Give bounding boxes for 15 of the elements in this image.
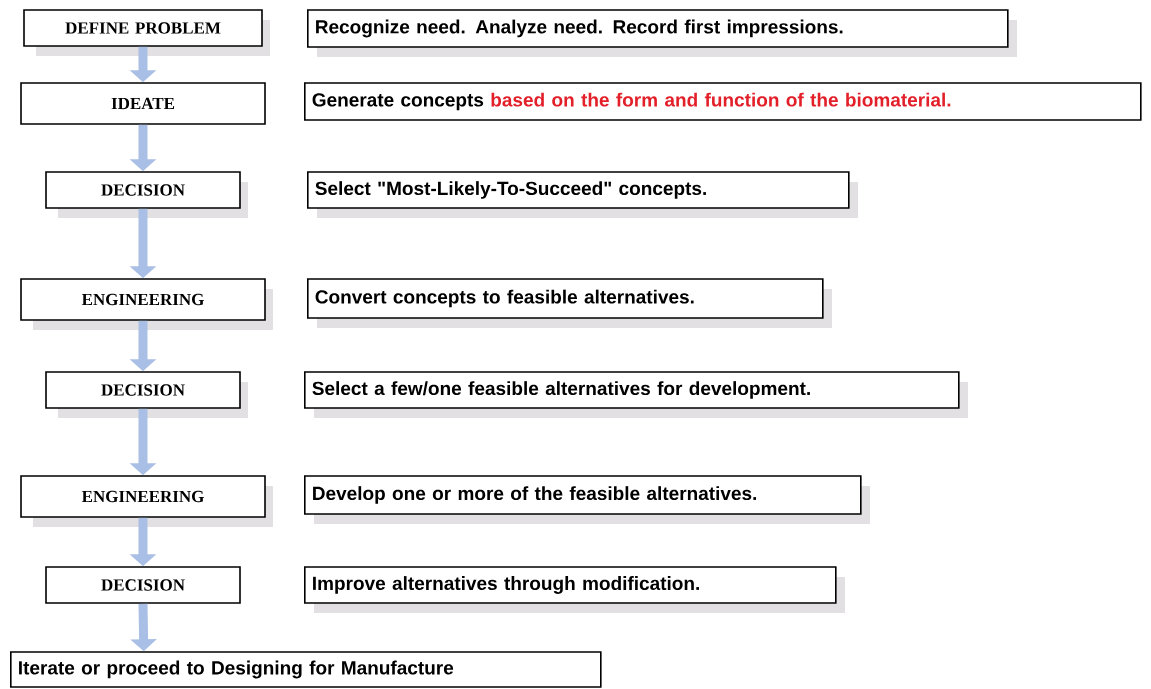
stage-box: ENGINEERING bbox=[20, 278, 273, 330]
stage-box: DECISION bbox=[45, 171, 248, 218]
stage-box: DECISION bbox=[45, 566, 241, 604]
description-box: Generate concepts based on the form and function of the biomaterial. bbox=[304, 82, 1142, 121]
outcome-box: Iterate or proceed to Designing for Manufacture bbox=[10, 651, 602, 688]
description-box: Recognize need. Analyze need. Record first impressions. bbox=[307, 9, 1017, 57]
description-box: Convert concepts to feasible alternatives. bbox=[307, 278, 832, 328]
stage-box: IDEATE bbox=[20, 82, 266, 125]
stage-box: DECISION bbox=[45, 371, 248, 418]
description-box: Improve alternatives through modification. bbox=[304, 566, 845, 613]
description-box: Select "Most-Likely-To-Succeed" concepts. bbox=[307, 171, 858, 218]
description-box: Select a few/one feasible alternatives for development. bbox=[304, 371, 968, 418]
stage-box: ENGINEERING bbox=[20, 475, 273, 527]
stage-box: DEFINE PROBLEM bbox=[23, 9, 270, 56]
description-box: Develop one or more of the feasible alternatives. bbox=[304, 475, 870, 524]
